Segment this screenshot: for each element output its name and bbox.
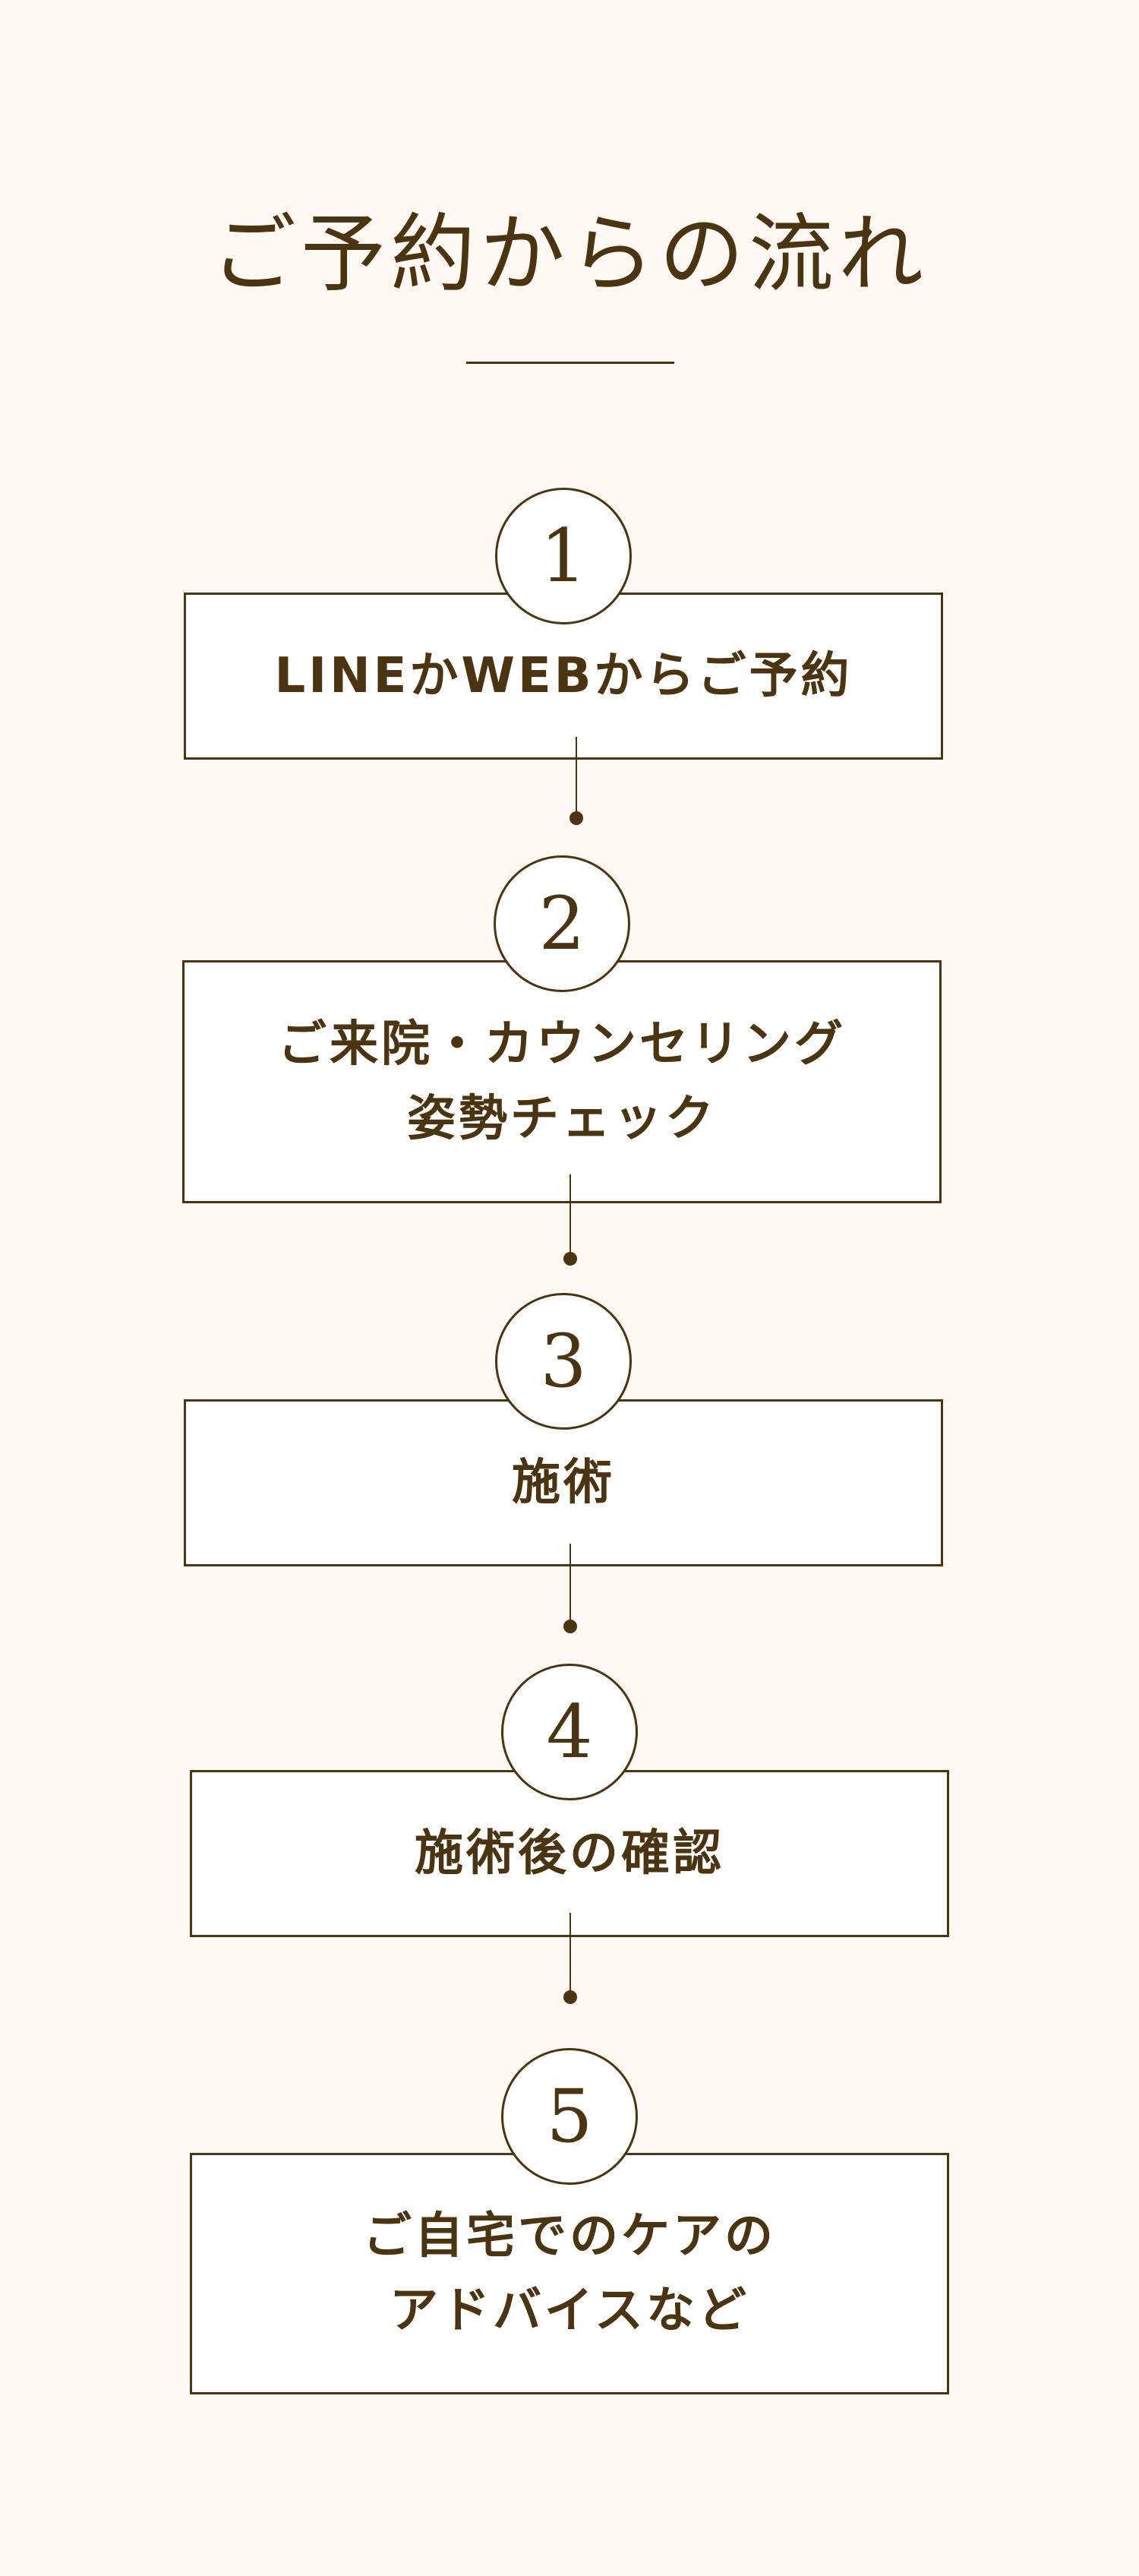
connector-dot-3 — [563, 1620, 577, 1633]
step-text-1: LINEかWEBからご予約 — [275, 639, 853, 713]
connector-line-3 — [570, 1544, 571, 1626]
step-number-2: 2 — [494, 855, 630, 992]
step-text-3: 施術 — [512, 1446, 615, 1520]
step-box-4: 施術後の確認 — [190, 1770, 949, 1937]
connector-line-1 — [576, 737, 577, 817]
step-1-line-1: LINEかWEBからご予約 — [274, 648, 853, 704]
step-text-5: ご自宅でのケアの アドバイスなど — [363, 2199, 776, 2348]
step-number-5: 5 — [501, 2048, 638, 2185]
step-text-2: ご来院・カウンセリング 姿勢チェック — [278, 1007, 846, 1156]
step-number-4: 4 — [501, 1664, 638, 1800]
step-3-line-1: 施術 — [512, 1455, 615, 1511]
step-2-line-1: ご来院・カウンセリング — [278, 1016, 846, 1073]
step-4-line-1: 施術後の確認 — [415, 1825, 724, 1882]
connector-line-4 — [570, 1913, 571, 1996]
step-5-line-2: アドバイスなど — [389, 2283, 750, 2339]
connector-line-2 — [570, 1174, 571, 1258]
step-2-line-2: 姿勢チェック — [407, 1091, 717, 1147]
title-underline — [466, 362, 674, 364]
step-number-3: 3 — [495, 1293, 632, 1430]
connector-dot-2 — [563, 1252, 577, 1266]
connector-dot-1 — [570, 811, 583, 825]
page-title: ご予約からの流れ — [211, 205, 928, 304]
step-box-2: ご来院・カウンセリング 姿勢チェック — [182, 960, 942, 1203]
step-box-5: ご自宅でのケアの アドバイスなど — [190, 2153, 949, 2394]
connector-dot-4 — [563, 1990, 577, 2004]
step-5-line-1: ご自宅でのケアの — [363, 2208, 776, 2265]
step-number-1: 1 — [495, 488, 632, 624]
step-text-4: 施術後の確認 — [415, 1816, 724, 1891]
